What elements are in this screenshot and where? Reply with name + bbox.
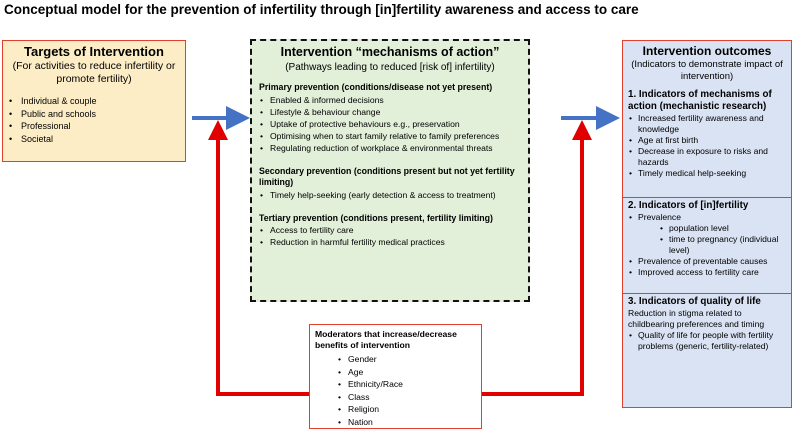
list-item: Professional <box>3 120 185 133</box>
list-item: Ethnicity/Race <box>315 378 481 391</box>
list-item: Enabled & informed decisions <box>259 94 523 106</box>
list-item: Improved access to fertility care <box>628 267 788 278</box>
list-item: Age <box>315 366 481 379</box>
list-item: Gender <box>315 353 481 366</box>
outcomes-box: Intervention outcomes (Indicators to dem… <box>622 40 792 408</box>
mechanisms-box: Intervention “mechanisms of action” (Pat… <box>250 39 530 302</box>
secondary-prevention-section: Secondary prevention (conditions present… <box>252 166 528 201</box>
list-item: Timely help-seeking (early detection & a… <box>259 189 523 201</box>
mechanisms-subtitle: (Pathways leading to reduced [risk of] i… <box>285 62 495 73</box>
arrow-moderators-to-left <box>208 120 309 396</box>
targets-subtitle: (For activities to reduce infertility or… <box>12 60 176 85</box>
list-item: Prevalence of preventable causes <box>628 256 788 267</box>
list-item: Optimising when to start family relative… <box>259 130 523 142</box>
list-item: Age at first birth <box>628 135 788 146</box>
list-subitem: time to pregnancy (individual level) <box>628 234 788 256</box>
tertiary-prevention-heading: Tertiary prevention (conditions present,… <box>259 212 493 223</box>
list-item: Decrease in exposure to risks and hazard… <box>628 146 788 168</box>
list-item: Regulating reduction of workplace & envi… <box>259 142 523 154</box>
list-item: Reduction in harmful fertility medical p… <box>259 236 523 248</box>
list-item: Class <box>315 391 481 404</box>
outcomes-section-quality-of-life: 3. Indicators of quality of life Reducti… <box>623 293 791 352</box>
list-item: Prevalence <box>628 212 788 223</box>
mechanisms-heading: Intervention “mechanisms of action” <box>280 45 500 59</box>
diagram-title: Conceptual model for the prevention of i… <box>4 2 639 17</box>
moderators-box: Moderators that increase/decrease benefi… <box>309 324 482 429</box>
list-item: Societal <box>3 133 185 146</box>
tertiary-prevention-section: Tertiary prevention (conditions present,… <box>252 213 528 249</box>
arrow-moderators-to-right <box>482 120 592 396</box>
list-item: Lifestyle & behaviour change <box>259 106 523 118</box>
targets-heading: Targets of Intervention <box>24 44 164 59</box>
moderators-heading: Moderators that increase/decrease benefi… <box>315 329 457 350</box>
list-item: Uptake of protective behaviours e.g., pr… <box>259 118 523 130</box>
list-item: Religion <box>315 403 481 416</box>
list-item: Timely medical help-seeking <box>628 168 788 179</box>
secondary-prevention-heading: Secondary prevention (conditions present… <box>259 165 515 188</box>
targets-list: Individual & couple Public and schools P… <box>3 95 185 145</box>
list-item: Nation <box>315 416 481 429</box>
list-item: Increased fertility awareness and knowle… <box>628 113 788 135</box>
outcomes-section-1-heading: 1. Indicators of mechanisms of action (m… <box>628 89 772 112</box>
targets-box: Targets of Intervention (For activities … <box>2 40 186 162</box>
list-item: Public and schools <box>3 108 185 121</box>
list-subitem: population level <box>628 223 788 234</box>
outcomes-section-mechanisms: 1. Indicators of mechanisms of action (m… <box>623 89 791 197</box>
list-item: Individual & couple <box>3 95 185 108</box>
list-item: Access to fertility care <box>259 224 523 236</box>
outcomes-section-3-heading: 3. Indicators of quality of life <box>628 296 761 307</box>
outcomes-section-infertility: 2. Indicators of [in]fertility Prevalenc… <box>623 197 791 293</box>
outcomes-section-2-heading: 2. Indicators of [in]fertility <box>628 200 749 211</box>
primary-prevention-heading: Primary prevention (conditions/disease n… <box>259 82 493 92</box>
outcomes-heading: Intervention outcomes <box>642 44 772 58</box>
outcomes-section-3-text: Reduction in stigma related to childbear… <box>628 308 765 329</box>
outcomes-subtitle: (Indicators to demonstrate impact of int… <box>631 59 783 82</box>
list-item: Quality of life for people with fertilit… <box>628 330 788 352</box>
primary-prevention-section: Primary prevention (conditions/disease n… <box>252 82 528 155</box>
